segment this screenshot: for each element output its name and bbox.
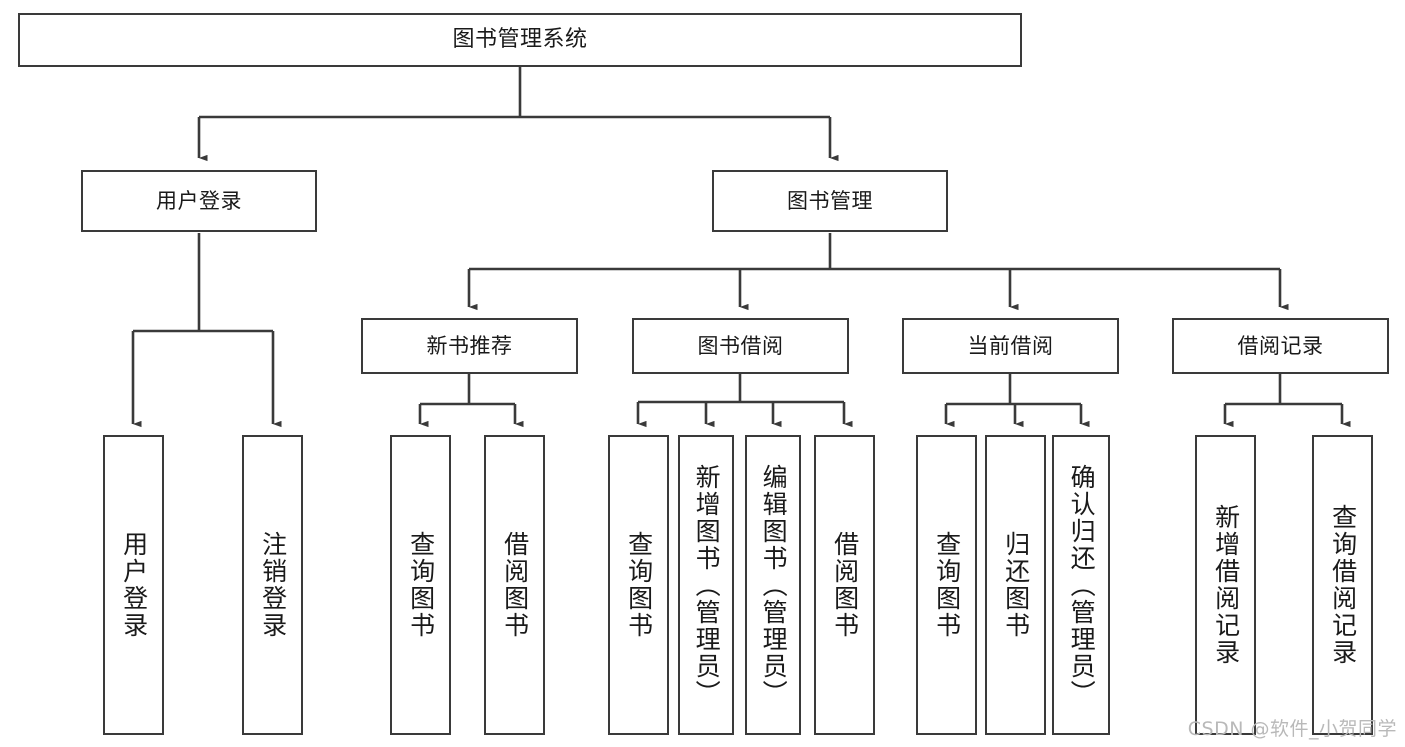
node-leaf-add-borrow-record[interactable]: 新增借阅记录 [1195,435,1256,735]
node-leaf-borrow-book-newbook-label: 借阅图书 [500,531,530,639]
node-leaf-query-book-current[interactable]: 查询图书 [916,435,977,735]
node-leaf-edit-book-admin[interactable]: 编辑图书（管理员） [745,435,801,735]
node-book-management-label: 图书管理 [787,188,873,213]
node-user-login-label: 用户登录 [156,188,242,213]
node-leaf-query-book-newbook-label: 查询图书 [406,531,436,639]
node-book-management[interactable]: 图书管理 [712,170,948,232]
node-leaf-user-login-label: 用户登录 [119,531,149,639]
node-leaf-edit-book-admin-label: 编辑图书（管理员） [759,463,789,707]
node-leaf-add-book-admin-label: 新增图书（管理员） [692,463,722,707]
node-leaf-user-login[interactable]: 用户登录 [103,435,164,735]
node-new-book-recommend[interactable]: 新书推荐 [361,318,578,374]
node-leaf-add-borrow-record-label: 新增借阅记录 [1211,504,1241,666]
node-leaf-query-book-borrow[interactable]: 查询图书 [608,435,669,735]
node-root[interactable]: 图书管理系统 [18,13,1022,67]
node-user-login[interactable]: 用户登录 [81,170,317,232]
node-borrow-record[interactable]: 借阅记录 [1172,318,1389,374]
node-leaf-logout[interactable]: 注销登录 [242,435,303,735]
node-leaf-query-borrow-record[interactable]: 查询借阅记录 [1312,435,1373,735]
node-book-borrow[interactable]: 图书借阅 [632,318,849,374]
node-borrow-record-label: 借阅记录 [1237,333,1324,358]
node-leaf-add-book-admin[interactable]: 新增图书（管理员） [678,435,734,735]
node-leaf-query-book-current-label: 查询图书 [932,531,962,639]
node-leaf-query-book-borrow-label: 查询图书 [624,531,654,639]
node-current-borrow-label: 当前借阅 [967,333,1054,358]
node-current-borrow[interactable]: 当前借阅 [902,318,1119,374]
node-leaf-borrow-book-borrow[interactable]: 借阅图书 [814,435,875,735]
node-leaf-logout-label: 注销登录 [258,531,288,639]
node-leaf-borrow-book-borrow-label: 借阅图书 [830,531,860,639]
node-leaf-query-book-newbook[interactable]: 查询图书 [390,435,451,735]
node-book-borrow-label: 图书借阅 [697,333,784,358]
node-leaf-query-borrow-record-label: 查询借阅记录 [1328,504,1358,666]
node-leaf-return-book[interactable]: 归还图书 [985,435,1046,735]
node-leaf-borrow-book-newbook[interactable]: 借阅图书 [484,435,545,735]
node-leaf-confirm-return-admin[interactable]: 确认归还（管理员） [1052,435,1110,735]
node-root-label: 图书管理系统 [452,27,588,53]
node-new-book-recommend-label: 新书推荐 [426,333,513,358]
node-leaf-confirm-return-admin-label: 确认归还（管理员） [1067,463,1097,707]
node-leaf-return-book-label: 归还图书 [1001,531,1031,639]
